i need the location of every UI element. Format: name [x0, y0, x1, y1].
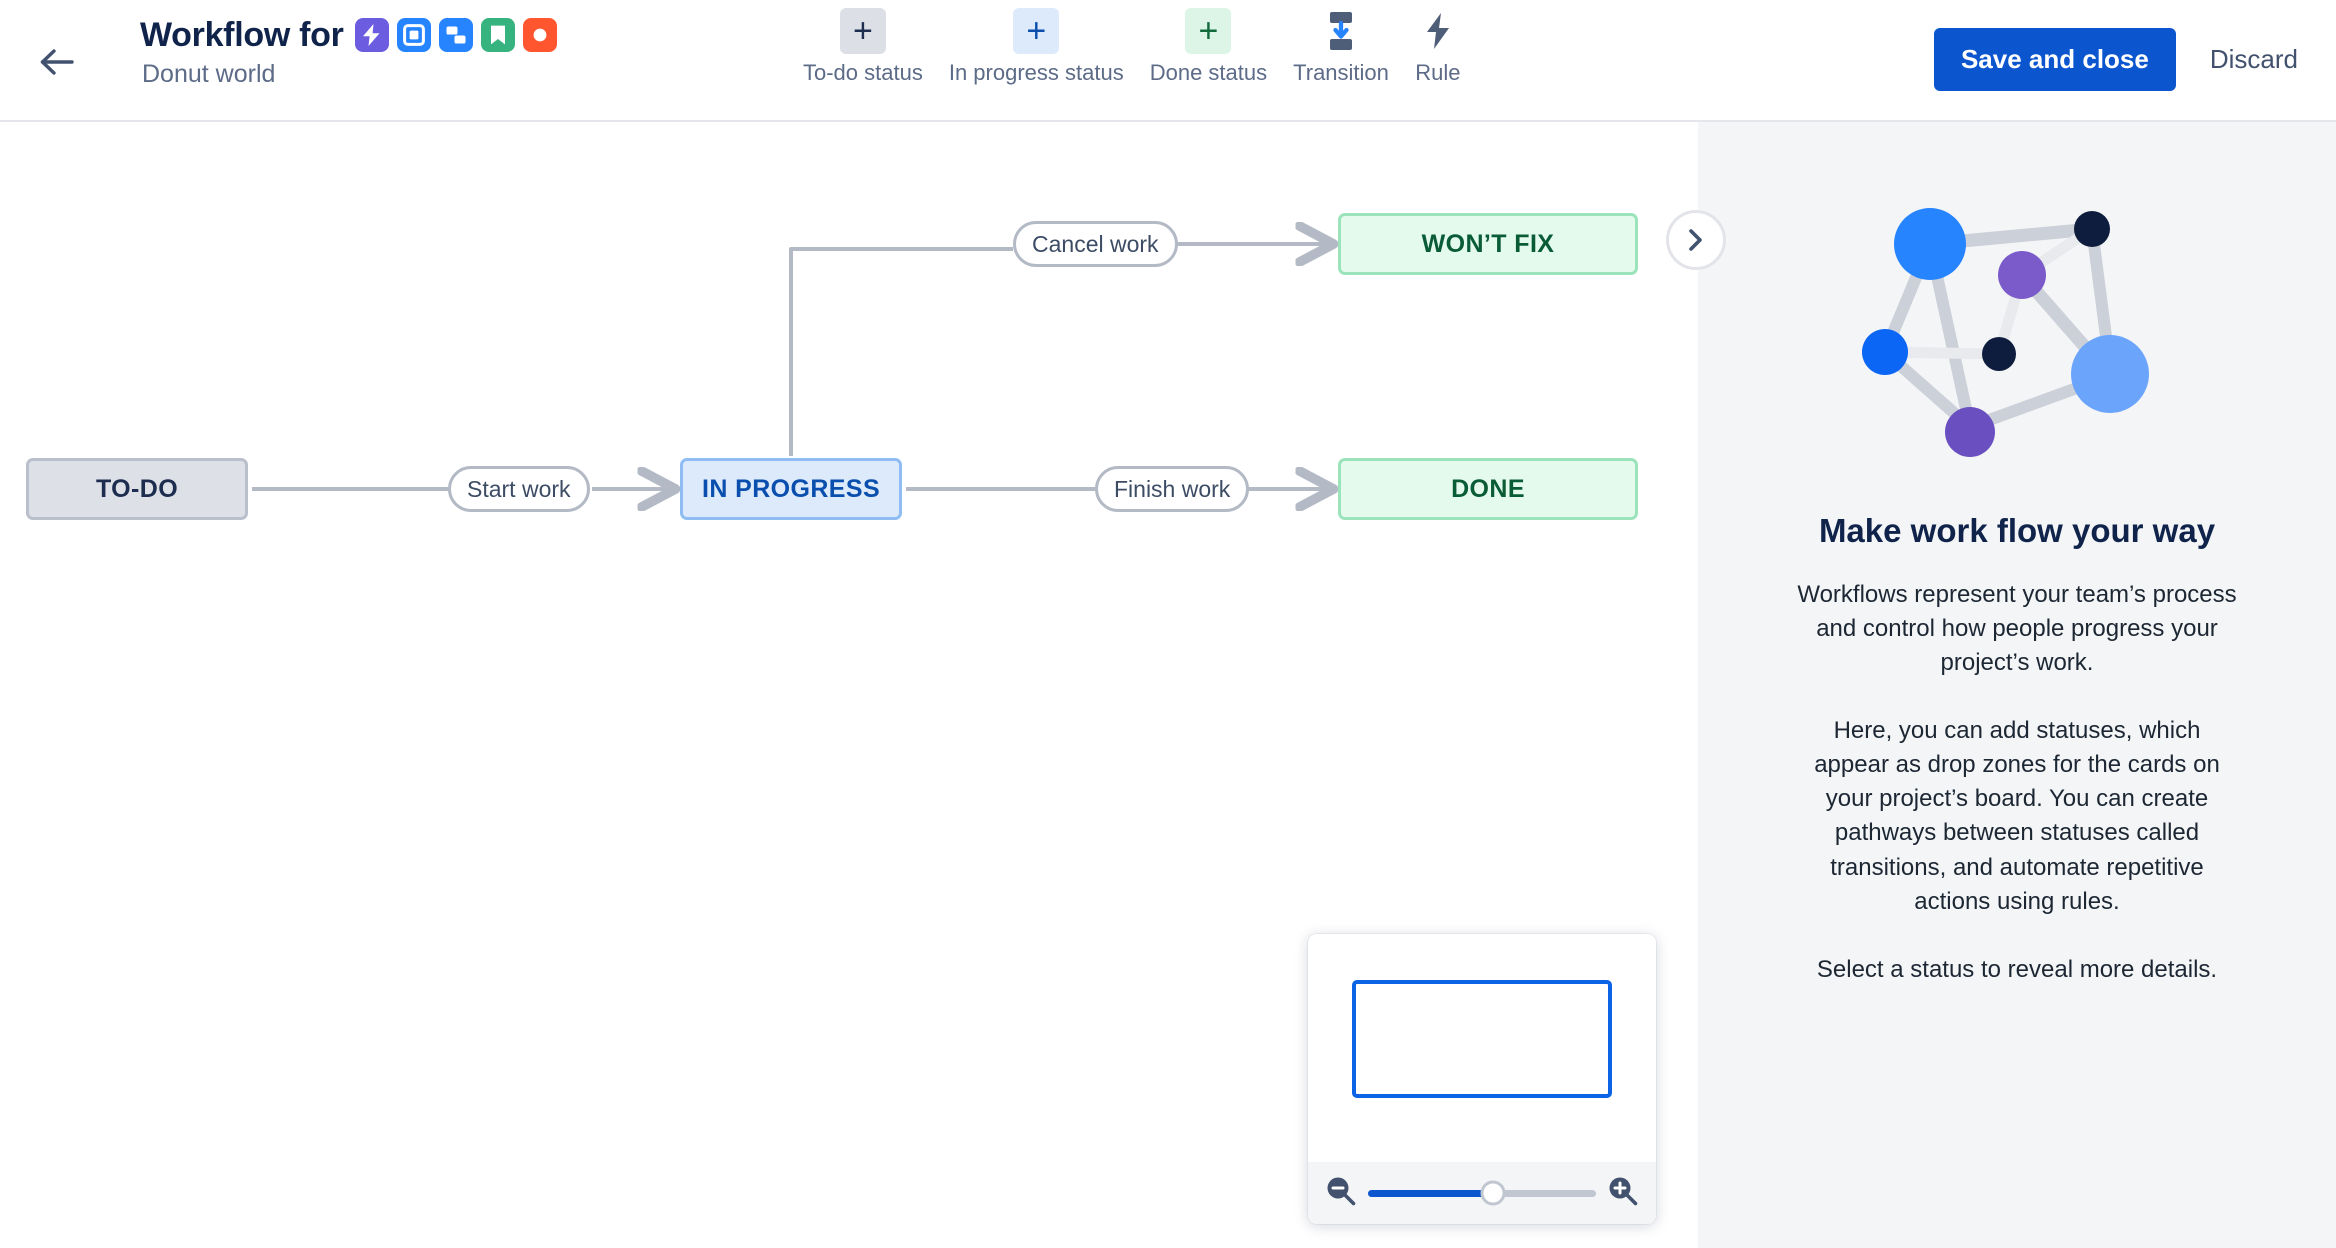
- tool-label: Transition: [1293, 60, 1389, 85]
- transition-edges: [252, 122, 1696, 1248]
- title-block: Workflow for: [140, 18, 557, 87]
- toolbar: + To-do status + In progress status + Do…: [790, 8, 1474, 86]
- tool-label: In progress status: [948, 60, 1124, 85]
- circle-icon: [533, 28, 546, 42]
- sidebar-paragraph-2: Here, you can add statuses, which appear…: [1814, 717, 2220, 915]
- tool-label: Rule: [1415, 60, 1461, 85]
- tool-label: Done status: [1149, 60, 1268, 85]
- sidebar-title: Make work flow your way: [1818, 512, 2216, 549]
- sidebar-paragraph-1: Workflows represent your team’s process …: [1797, 581, 2237, 677]
- page-title: Workflow for: [140, 16, 344, 54]
- status-node-wont-fix[interactable]: WON’T FIX: [1338, 213, 1638, 275]
- collapse-panel-button[interactable]: [1666, 210, 1726, 270]
- tool-add-transition[interactable]: Transition: [1280, 8, 1402, 86]
- zoom-out-icon[interactable]: [1326, 1176, 1356, 1211]
- tool-add-todo-status[interactable]: + To-do status: [790, 8, 936, 86]
- save-and-close-button[interactable]: Save and close: [1933, 28, 2176, 91]
- transition-label-finish-work[interactable]: Finish work: [1095, 466, 1250, 512]
- jira-service-management-badge[interactable]: [354, 18, 389, 52]
- jira-product-discovery-badge[interactable]: [522, 18, 557, 52]
- workflow-canvas[interactable]: TO-DO IN PROGRESS DONE WON’T FIX Start w…: [0, 122, 1696, 1248]
- transition-icon: [1318, 8, 1364, 54]
- status-node-to-do[interactable]: TO-DO: [26, 458, 248, 520]
- jira-work-management-badge[interactable]: [396, 18, 431, 52]
- zoom-slider-fill: [1368, 1189, 1494, 1197]
- chevron-right-icon: [1689, 229, 1702, 251]
- product-badges: [354, 18, 557, 52]
- plus-icon: +: [839, 8, 886, 54]
- zoom-slider[interactable]: [1368, 1180, 1596, 1206]
- info-sidebar: Make work flow your way Workflows repres…: [1698, 122, 2336, 1248]
- arrow-left-icon: [40, 49, 74, 75]
- zoom-controls: [1308, 1162, 1656, 1224]
- back-button[interactable]: [35, 40, 79, 84]
- transition-label-start-work[interactable]: Start work: [448, 466, 590, 512]
- status-node-in-progress[interactable]: IN PROGRESS: [680, 458, 902, 520]
- tool-add-done-status[interactable]: + Done status: [1137, 8, 1280, 86]
- jira-software-badge[interactable]: [438, 18, 473, 52]
- tool-add-in-progress-status[interactable]: + In progress status: [936, 8, 1137, 86]
- square-outline-icon: [402, 24, 425, 46]
- minimap-viewport[interactable]: [1352, 980, 1612, 1098]
- zoom-slider-knob[interactable]: [1480, 1180, 1506, 1206]
- minimap-panel: [1308, 934, 1656, 1224]
- lightning-bolt-icon: [363, 24, 380, 46]
- zoom-in-icon[interactable]: [1608, 1176, 1638, 1211]
- plus-icon: +: [1013, 8, 1060, 54]
- network-graph-illustration: [1862, 208, 2149, 457]
- subtask-icon: [446, 26, 466, 44]
- app-header: Workflow for: [0, 0, 2336, 122]
- status-node-done[interactable]: DONE: [1338, 458, 1638, 520]
- header-actions: Save and close Discard: [1933, 28, 2302, 91]
- sidebar-paragraph-3: Select a status to reveal more details.: [1816, 955, 2218, 983]
- discard-button[interactable]: Discard: [2206, 34, 2302, 85]
- bookmark-icon: [490, 25, 505, 45]
- confluence-badge[interactable]: [480, 18, 515, 52]
- tool-label: To-do status: [803, 60, 923, 85]
- lightning-bolt-icon: [1415, 8, 1461, 54]
- page-subtitle: Donut world: [142, 60, 276, 88]
- transition-label-cancel-work[interactable]: Cancel work: [1013, 221, 1178, 267]
- plus-icon: +: [1185, 8, 1232, 54]
- tool-add-rule[interactable]: Rule: [1402, 8, 1474, 86]
